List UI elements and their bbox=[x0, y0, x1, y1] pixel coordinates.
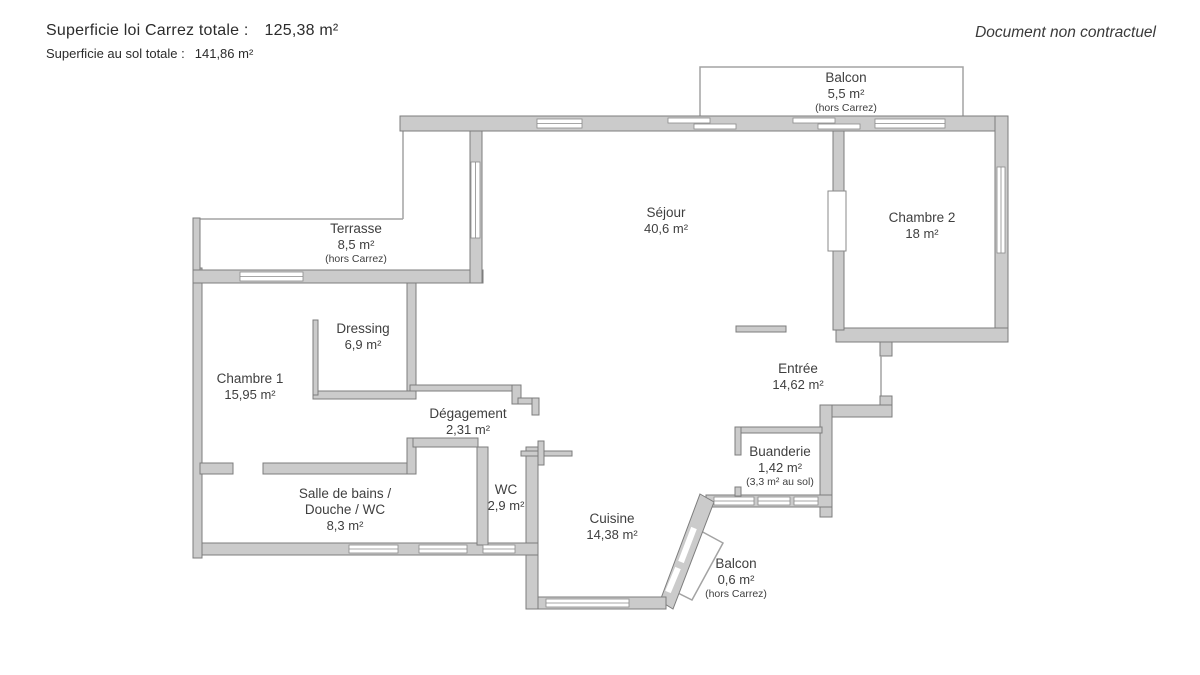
room-label-terrasse: Terrasse 8,5 m² (hors Carrez) bbox=[325, 221, 387, 265]
room-label-degagement: Dégagement 2,31 m² bbox=[429, 406, 507, 437]
carrez-total-value: 125,38 m² bbox=[264, 22, 339, 39]
carrez-total-line: Superficie loi Carrez totale : 125,38 m² bbox=[46, 22, 338, 40]
room-label-wc: WC 2,9 m² bbox=[487, 482, 525, 513]
disclaimer-text: Document non contractuel bbox=[975, 24, 1156, 41]
carrez-total-label: Superficie loi Carrez totale : bbox=[46, 22, 249, 39]
floor-total-value: 141,86 m² bbox=[194, 46, 254, 61]
room-label-buanderie: Buanderie 1,42 m² (3,3 m² au sol) bbox=[746, 444, 814, 488]
room-label-entree: Entrée 14,62 m² bbox=[772, 361, 824, 392]
room-label-cuisine: Cuisine 14,38 m² bbox=[586, 511, 638, 542]
room-label-sejour: Séjour 40,6 m² bbox=[643, 205, 689, 236]
floor-total-line: Superficie au sol totale : 141,86 m² bbox=[46, 46, 253, 61]
sliding-door bbox=[827, 190, 847, 252]
room-label-salle-de-bains: Salle de bains / Douche / WC 8,3 m² bbox=[298, 486, 392, 533]
floor-total-label: Superficie au sol totale : bbox=[46, 46, 185, 61]
room-label-chambre2: Chambre 2 18 m² bbox=[888, 210, 956, 241]
room-label-balcon-haut: Balcon 5,5 m² (hors Carrez) bbox=[815, 70, 877, 114]
room-label-balcon-bas: Balcon 0,6 m² (hors Carrez) bbox=[705, 556, 767, 600]
room-label-chambre1: Chambre 1 15,95 m² bbox=[216, 371, 284, 402]
room-label-dressing: Dressing 6,9 m² bbox=[336, 321, 390, 352]
